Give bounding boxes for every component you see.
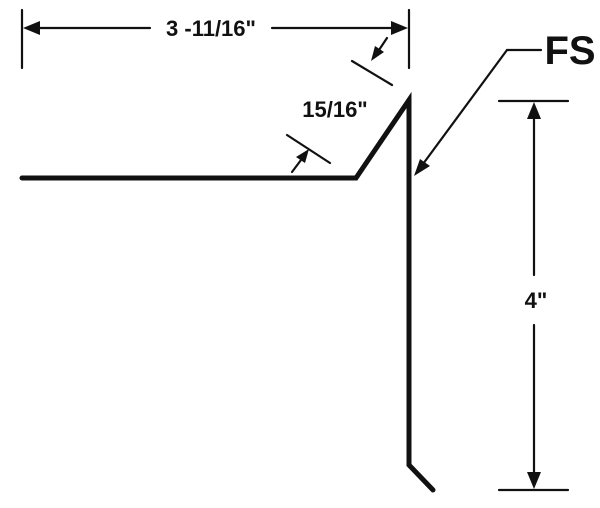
flashing-profile-line: [19, 91, 436, 493]
hem-tick-upper: [350, 59, 394, 87]
width-arrow-left-icon: [23, 21, 40, 35]
hem-dimension-label: 15/16": [302, 97, 367, 122]
height-arrow-top-icon: [527, 102, 541, 119]
hem-arrow-lower-icon: [296, 149, 309, 163]
height-arrow-bottom-icon: [527, 472, 541, 489]
width-arrow-right-icon: [391, 21, 408, 35]
hem-arrow-upper-line: [377, 36, 389, 52]
hem-arrow-upper-icon: [371, 46, 384, 61]
height-dimension-label: 4": [525, 288, 548, 313]
callout-leader-diagonal: [421, 48, 509, 166]
hem-tick-lower: [285, 133, 332, 165]
part-callout-label: FS: [544, 29, 595, 73]
width-dimension-label: 3 -11/16": [166, 16, 256, 41]
hem-arrow-lower-line: [290, 158, 303, 174]
callout-arrow-icon: [414, 159, 430, 176]
